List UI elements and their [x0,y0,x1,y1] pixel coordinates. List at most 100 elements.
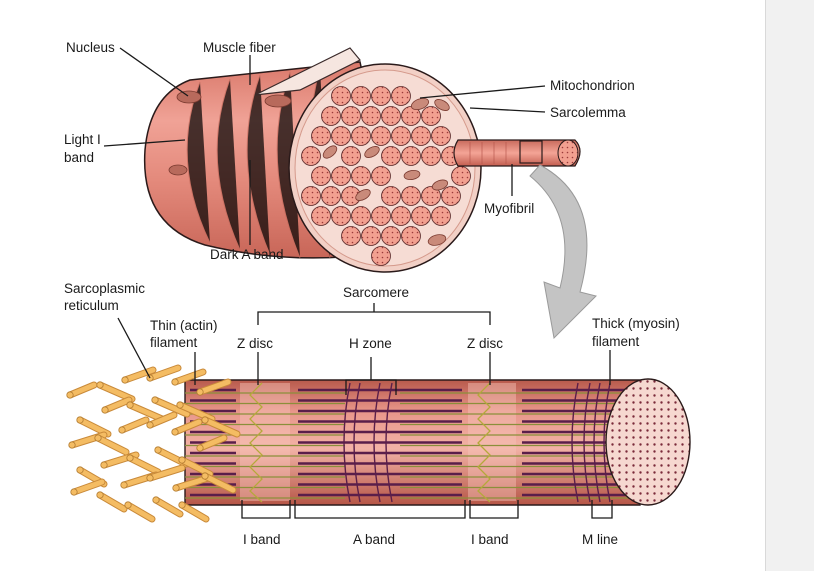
sr-node [66,391,74,399]
sr-tubule [202,417,240,437]
sr-node [201,416,209,424]
myofibril-circle [371,206,391,226]
sr-tubule [153,497,183,517]
label-thick-filament-1: Thick (myosin) [592,316,680,331]
myofibril-circle [301,186,321,206]
myofibril-circle [451,166,471,186]
myofibril-end-face [605,378,691,506]
zoom-arrow [529,164,597,340]
diagram-labels: Nucleus Muscle fiber Mitochondrion Sarco… [64,40,680,547]
myofibril-circle [401,146,421,166]
nucleus-shape [176,90,202,104]
sr-node [126,454,134,462]
sr-node [178,501,186,509]
sr-node [118,426,126,434]
myofibril-circle [381,146,401,166]
sr-node [76,416,84,424]
nucleus-shape [264,94,292,108]
sr-node [154,446,162,454]
sr-node [172,484,180,492]
label-thin-filament-1: Thin (actin) [150,318,218,333]
myofibril-illustration [66,364,691,523]
label-myofibril: Myofibril [484,201,534,216]
sr-node [101,406,109,414]
sr-node [121,376,129,384]
myofibril-circle [361,226,381,246]
sr-tubule [127,455,161,475]
myofibril-circle [401,186,421,206]
sr-tubule [147,412,177,428]
sr-tubule [197,435,227,451]
myofibril-circle [321,186,341,206]
myofibril-cross-sections [301,86,471,266]
myofibril-strand [453,139,581,167]
sr-tubule [71,479,105,495]
sr-node [152,496,160,504]
sr-tubule [127,402,165,422]
muscle-fiber-illustration [143,47,581,273]
sr-node [178,456,186,464]
myofibril-circle [311,206,331,226]
label-thick-filament-2: filament [592,334,640,349]
myofibril-circle [421,106,441,126]
sr-node [120,481,128,489]
label-m-line: M line [582,532,618,547]
sr-tubule [177,402,215,422]
myofibril-circle [381,186,401,206]
myofibril-circle [401,226,421,246]
myofibril-circle [411,206,431,226]
myofibril-circle [341,226,361,246]
myofibril-circle [391,126,411,146]
sr-tubule [125,502,155,522]
sr-tubule [147,465,185,481]
myofibril-circle [341,106,361,126]
myofibril-circle [331,206,351,226]
sr-tubule [95,435,129,455]
sr-node [171,378,179,386]
sr-tubule [202,473,236,493]
myofibril-circle [441,186,461,206]
sr-tubule [67,382,97,398]
sr-tubule [147,365,181,381]
leader-lines [103,47,613,519]
sr-tubule [97,382,135,402]
myofibril-circle [351,166,371,186]
label-i-band-left: I band [243,532,281,547]
label-nucleus: Nucleus [66,40,115,55]
sr-tubule [179,457,213,477]
myofibril-circle [321,106,341,126]
myofibril-circle [361,106,381,126]
label-h-zone: H zone [349,336,392,351]
sr-node [196,444,204,452]
sr-tubule [197,379,231,395]
label-mitochondrion: Mitochondrion [550,78,635,93]
label-light-i-band-1: Light I [64,132,101,147]
label-dark-a-band: Dark A band [210,247,284,262]
label-muscle-fiber: Muscle fiber [203,40,276,55]
myofibril-circle [431,126,451,146]
label-z-disc-left: Z disc [237,336,273,351]
h-zone-lines [343,382,611,503]
sr-node [146,421,154,429]
sr-tubule [102,397,132,413]
myofibril-circle [331,126,351,146]
sr-node [96,381,104,389]
myofibril-circle [341,146,361,166]
label-a-band: A band [353,532,395,547]
mitochondria-group [322,97,450,246]
myofibril-circle [381,106,401,126]
sr-node [68,441,76,449]
label-z-disc-right: Z disc [467,336,503,351]
sr-tubule [172,419,202,435]
sr-node [96,491,104,499]
myofibril-circle [331,86,351,106]
label-sarcoplasmic-2: reticulum [64,298,119,313]
sr-tubule [97,492,127,512]
sr-node [70,488,78,496]
myofibril-circle [371,126,391,146]
myofibril-circle [421,146,441,166]
sr-tubule [122,367,156,383]
sr-tubule [179,502,209,522]
label-sarcoplasmic-1: Sarcoplasmic [64,281,145,296]
